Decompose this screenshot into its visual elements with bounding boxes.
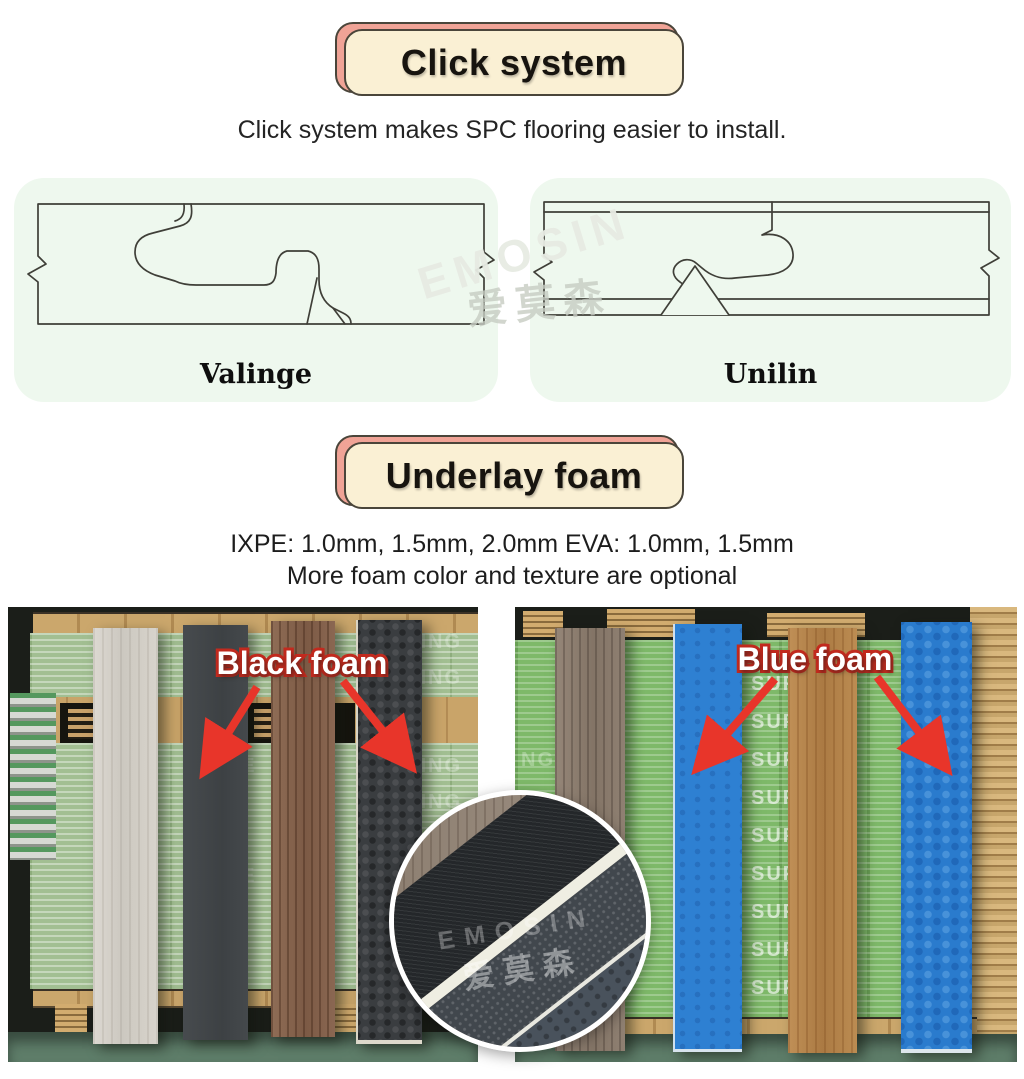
click-system-subtitle: Click system makes SPC flooring easier t… xyxy=(237,116,787,144)
unilin-diagram-panel: Unilin xyxy=(530,178,1011,402)
click-system-badge-label: Click system xyxy=(400,41,628,83)
badge-face: Underlay foam xyxy=(344,442,684,509)
valinge-diagram-panel: Valinge xyxy=(14,178,498,402)
unilin-label: Unilin xyxy=(723,359,818,390)
foam-layers-inset: EMOSIN 爱莫森 xyxy=(389,790,651,1052)
black-foam-photo: RING RING RING RING RING RING SUPE SUPE … xyxy=(8,607,478,1062)
blue-foam-arrows xyxy=(691,674,953,777)
black-foam-arrows xyxy=(199,678,417,780)
pallet-block xyxy=(55,1004,87,1034)
plywood-stack xyxy=(970,607,1017,1045)
valinge-profile-drawing xyxy=(27,203,495,325)
blue-foam-label: Blue foam xyxy=(735,638,896,680)
foam-spec-text: IXPE: 1.0mm, 1.5mm, 2.0mm EVA: 1.0mm, 1.… xyxy=(230,530,794,558)
black-foam-plank xyxy=(183,625,248,1040)
click-system-badge: Click system xyxy=(335,22,684,96)
oak-plank xyxy=(788,628,857,1053)
stacked-boxes xyxy=(10,693,56,860)
underlay-foam-badge-label: Underlay foam xyxy=(385,454,643,496)
wrap-print: NG xyxy=(521,749,555,771)
foam-note-text: More foam color and texture are optional xyxy=(286,562,738,590)
textured-blue-foam-plank xyxy=(901,622,972,1053)
foam-sheet-stack xyxy=(394,795,646,1047)
walnut-plank xyxy=(271,621,335,1037)
badge-face: Click system xyxy=(344,29,684,96)
whitewash-plank xyxy=(93,628,158,1044)
unilin-profile-drawing xyxy=(533,201,1000,316)
underlay-foam-badge: Underlay foam xyxy=(335,435,684,509)
blue-foam-plank xyxy=(673,624,742,1052)
valinge-label: Valinge xyxy=(199,359,313,390)
black-foam-label: Black foam xyxy=(214,642,391,684)
